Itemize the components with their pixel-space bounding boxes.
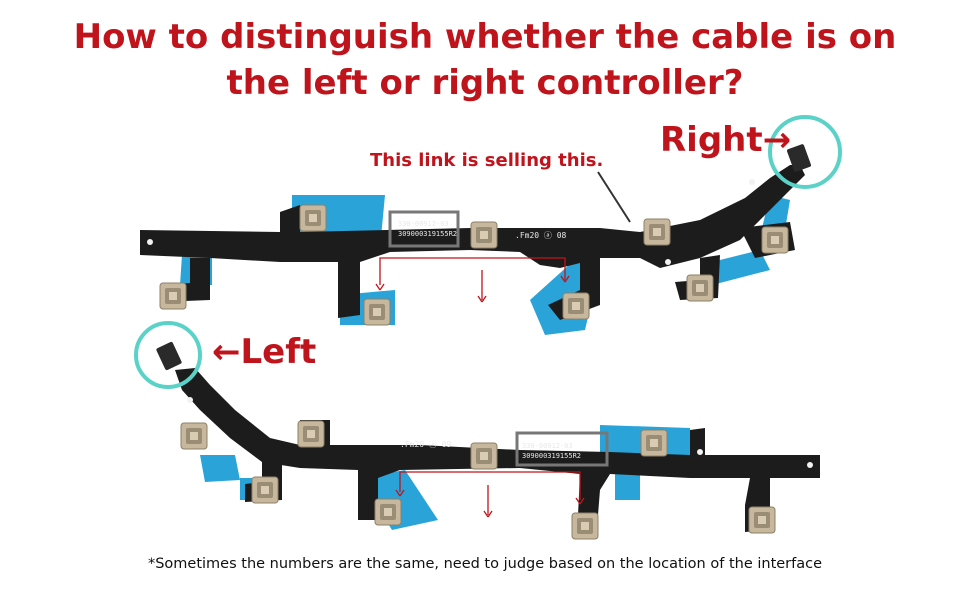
button-pad	[640, 429, 668, 457]
pcb-serial-bottom: 309000319155R2	[522, 452, 581, 460]
button-pad	[251, 476, 279, 504]
right-connector-circle	[768, 115, 842, 189]
pcb-date-top: .Fm20 ⓐ 08	[515, 231, 567, 240]
blue-stiffener	[180, 195, 790, 335]
pcb-serial-top: 309000319155R2	[398, 230, 457, 238]
button-pad	[159, 282, 187, 310]
top-red-arrows	[375, 257, 570, 303]
title-line-1: How to distinguish whether the cable is …	[73, 17, 897, 57]
bottom-red-arrows	[395, 471, 585, 518]
button-pad	[180, 422, 208, 450]
right-label: Right→	[660, 120, 792, 160]
button-pad	[470, 442, 498, 470]
button-pad	[299, 204, 327, 232]
button-pad	[761, 226, 789, 254]
pcb-part-number-bottom: 330-00912-03	[522, 442, 573, 450]
right-controller-cable: 330-00912-03 309000319155R2 .Fm20 ⓐ 08	[140, 144, 811, 335]
button-pad	[297, 420, 325, 448]
button-pad	[470, 221, 498, 249]
title-line-2: the left or right controller?	[226, 63, 744, 103]
button-pad	[686, 274, 714, 302]
marking-highlight-box-top	[388, 210, 460, 248]
selling-label: This link is selling this.	[370, 150, 604, 171]
button-pad	[643, 218, 671, 246]
left-controller-cable: .Fm20 ⓐ 09 330-00912-03 309000319155R2	[156, 341, 820, 540]
pcb-part-number-top: 330-00912-03	[398, 220, 449, 228]
button-pad	[748, 506, 776, 534]
footnote: *Sometimes the numbers are the same, nee…	[147, 556, 823, 572]
button-pad	[571, 512, 599, 540]
left-connector-circle	[134, 321, 202, 389]
marking-highlight-box-bottom	[515, 431, 609, 467]
button-pad	[363, 298, 391, 326]
page-title: How to distinguish whether the cable is …	[0, 14, 970, 106]
button-pad	[562, 292, 590, 320]
left-label: ←Left	[212, 332, 317, 372]
button-pad	[374, 498, 402, 526]
selling-pointer-line	[597, 171, 631, 223]
pcb-date-bottom: .Fm20 ⓐ 09	[400, 440, 452, 449]
